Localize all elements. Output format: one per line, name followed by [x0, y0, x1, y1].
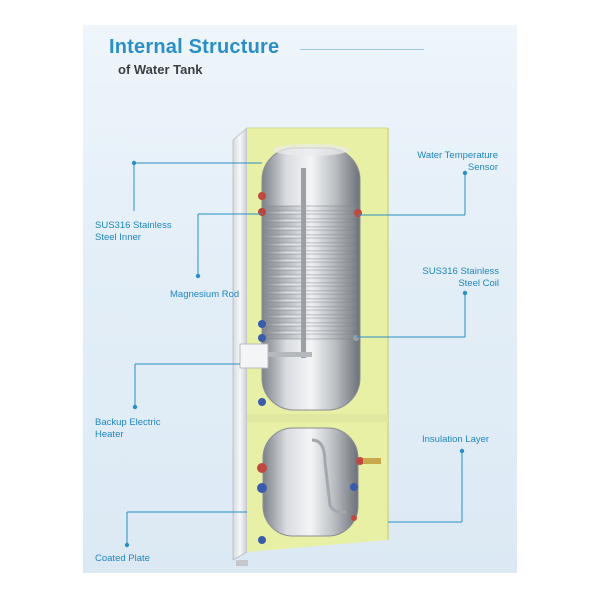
- coil-ring: [265, 245, 357, 252]
- upper-tank: [261, 144, 361, 411]
- pipe-fittings: [257, 192, 381, 544]
- title-divider: [300, 49, 424, 50]
- label-magnesium-rod: Magnesium Rod: [170, 289, 240, 300]
- coil-ring: [265, 277, 357, 284]
- coil-ring: [265, 301, 357, 308]
- leader-dots: [124, 160, 468, 548]
- backup-heater-box: [239, 343, 312, 369]
- coil-ring: [265, 213, 357, 220]
- coil-ring: [265, 325, 357, 332]
- label-backup-electric-heater: Backup Electric Heater: [95, 417, 161, 440]
- coil-ring: [265, 221, 357, 228]
- page-title: Internal Structure: [109, 36, 280, 58]
- coil-ring: [265, 261, 357, 268]
- label-steel-inner: SUS316 Stainless Steel Inner: [95, 220, 172, 243]
- label-insulation-layer: Insulation Layer: [422, 434, 490, 445]
- coil-ring: [265, 317, 357, 324]
- coil-ring: [265, 285, 357, 292]
- magnesium-rod: [301, 168, 306, 358]
- page-subtitle: of Water Tank: [118, 62, 203, 77]
- coil-ring: [265, 253, 357, 260]
- coil-ring: [265, 229, 357, 236]
- coil-ring: [265, 237, 357, 244]
- coil-ring: [265, 333, 357, 340]
- coil-ring: [265, 205, 357, 212]
- leader-lines: [126, 162, 466, 545]
- coil-ring: [265, 293, 357, 300]
- label-coated-plate: Coated Plate: [95, 553, 150, 564]
- coil-ring: [265, 309, 357, 316]
- label-water-temperature-sensor: Water Temperature Sensor: [417, 150, 498, 173]
- label-steel-coil: SUS316 Stainless Steel Coil: [422, 266, 499, 289]
- coil-ring: [265, 269, 357, 276]
- steel-coil: [265, 205, 357, 340]
- lower-tank: [262, 427, 359, 537]
